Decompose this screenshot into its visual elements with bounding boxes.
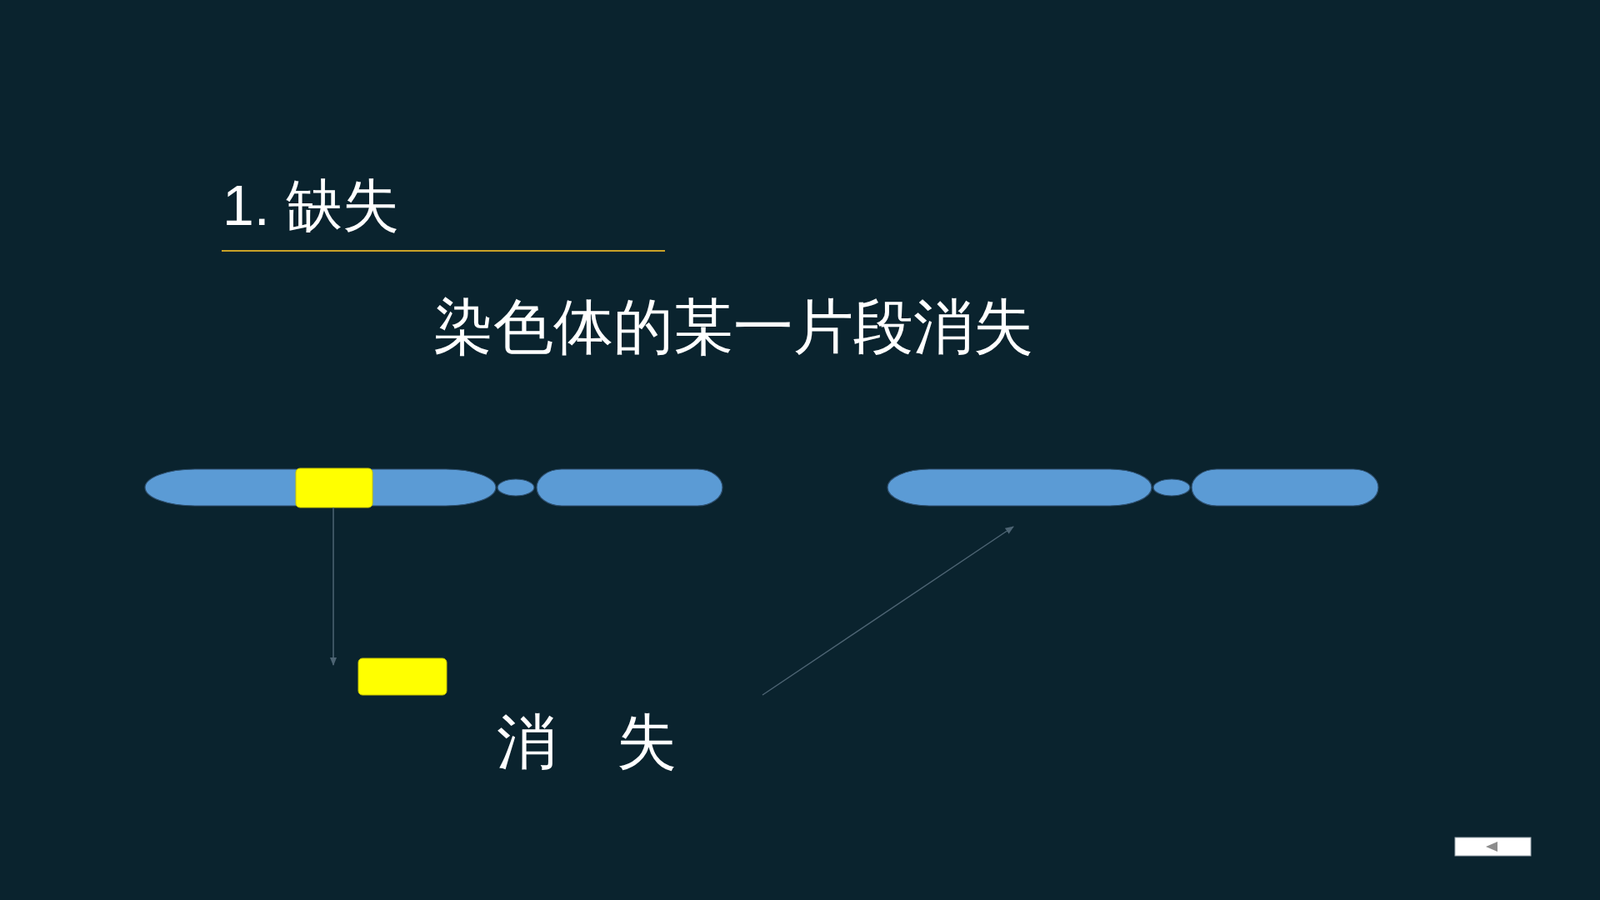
title-underline bbox=[221, 250, 665, 252]
chromosome-original bbox=[145, 468, 723, 508]
chromosome-deleted bbox=[887, 469, 1379, 506]
caption-label: 消 失 bbox=[496, 705, 677, 778]
deleted-segment bbox=[295, 468, 373, 508]
back-button bbox=[1455, 837, 1531, 856]
slide-title: 1. 缺失 bbox=[222, 171, 400, 240]
leader-arrow bbox=[332, 507, 335, 665]
definition-text: 染色体的某一片段消失 bbox=[433, 290, 1034, 363]
leader-arrow bbox=[762, 526, 1014, 695]
detached-segment bbox=[358, 658, 447, 695]
